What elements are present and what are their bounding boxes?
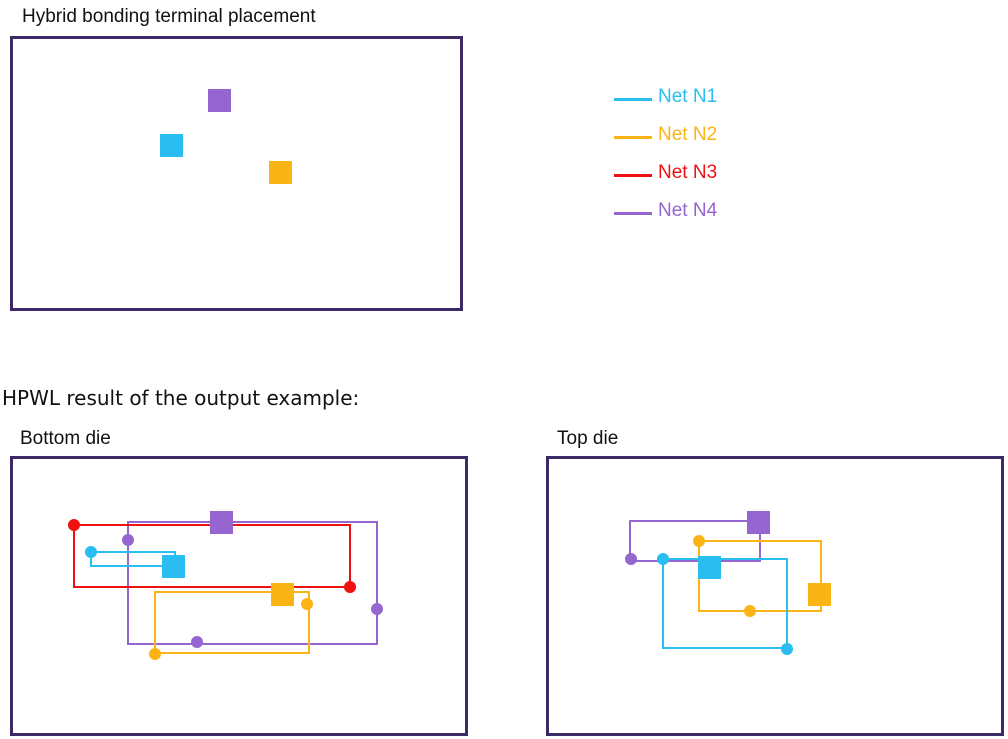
- bottom-die-label: Bottom die: [20, 428, 111, 449]
- terminal-n1: [160, 134, 183, 157]
- placement-die: [10, 36, 463, 311]
- top-pin-n4: [625, 553, 637, 565]
- top-n1-bbox: [662, 558, 788, 649]
- top-terminal-n2: [808, 583, 831, 606]
- legend-label: Net N1: [658, 86, 718, 107]
- bottom-n4-bbox: [127, 521, 378, 645]
- legend-line-swatch: [614, 212, 652, 215]
- top-pin-n2: [744, 605, 756, 617]
- bottom-pin-n2: [149, 648, 161, 660]
- top-terminal-n4: [747, 511, 770, 534]
- top-pin-n1: [657, 553, 669, 565]
- legend-line-swatch: [614, 98, 652, 101]
- bottom-n2-bbox: [154, 591, 310, 654]
- placement-title: Hybrid bonding terminal placement: [22, 6, 316, 27]
- bottom-n3-bbox: [73, 524, 351, 588]
- terminal-n4: [208, 89, 231, 112]
- bottom-pin-n4: [191, 636, 203, 648]
- hpwl-heading: HPWL result of the output example:: [2, 386, 360, 410]
- top-pin-n1: [781, 643, 793, 655]
- top-die-label: Top die: [557, 428, 619, 449]
- bottom-die-canvas: [68, 511, 383, 660]
- bottom-die: [10, 456, 468, 736]
- bottom-pin-n4: [371, 603, 383, 615]
- bottom-pin-n3: [68, 519, 80, 531]
- bottom-pin-n2: [301, 598, 313, 610]
- bottom-terminal-n2: [271, 583, 294, 606]
- legend-line-swatch: [614, 174, 652, 177]
- top-die-canvas: [625, 511, 831, 655]
- legend-label: Net N3: [658, 162, 718, 183]
- bottom-terminal-n4: [210, 511, 233, 534]
- bottom-pin-n4: [122, 534, 134, 546]
- bottom-pin-n3: [344, 581, 356, 593]
- top-pin-n2: [693, 535, 705, 547]
- bottom-pin-n1: [85, 546, 97, 558]
- top-die: [546, 456, 1004, 736]
- bottom-terminal-n1: [162, 555, 185, 578]
- top-terminal-n1: [698, 556, 721, 579]
- legend-line-swatch: [614, 136, 652, 139]
- legend-label: Net N2: [658, 124, 718, 145]
- terminal-n2: [269, 161, 292, 184]
- legend-label: Net N4: [658, 200, 718, 221]
- placement-canvas: [160, 89, 292, 184]
